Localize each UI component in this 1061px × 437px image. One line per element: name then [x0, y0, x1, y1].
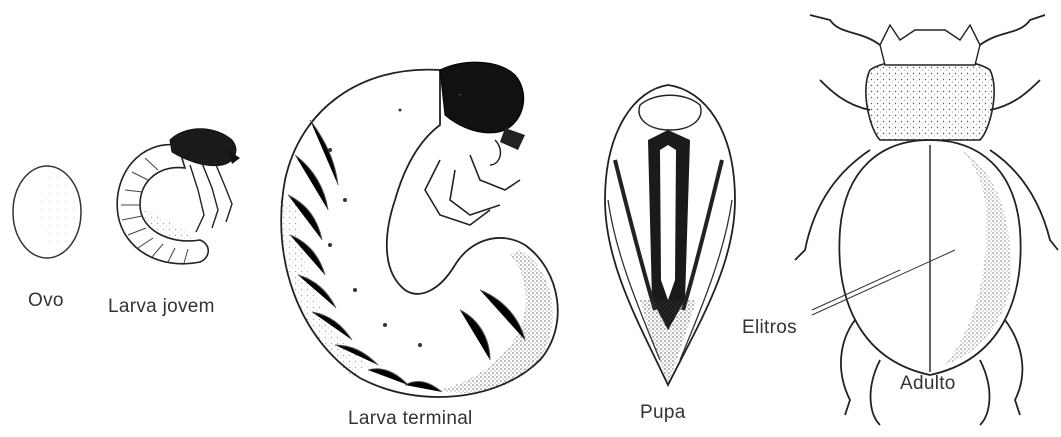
stage-label-egg: Ovo — [28, 290, 64, 312]
egg-illustration — [13, 166, 81, 258]
stage-label-adult: Adulto — [900, 373, 956, 395]
stage-label-pupa: Pupa — [640, 402, 686, 424]
young-larva-illustration — [117, 129, 240, 264]
stage-label-terminal-larva: Larva terminal — [348, 408, 473, 430]
adult-illustration — [795, 15, 1058, 425]
stage-label-young-larva: Larva jovem — [108, 296, 215, 318]
pupa-illustration — [605, 85, 735, 385]
terminal-larva-illustration — [281, 62, 558, 397]
annotation-label-elytra: Elitros — [742, 317, 797, 339]
